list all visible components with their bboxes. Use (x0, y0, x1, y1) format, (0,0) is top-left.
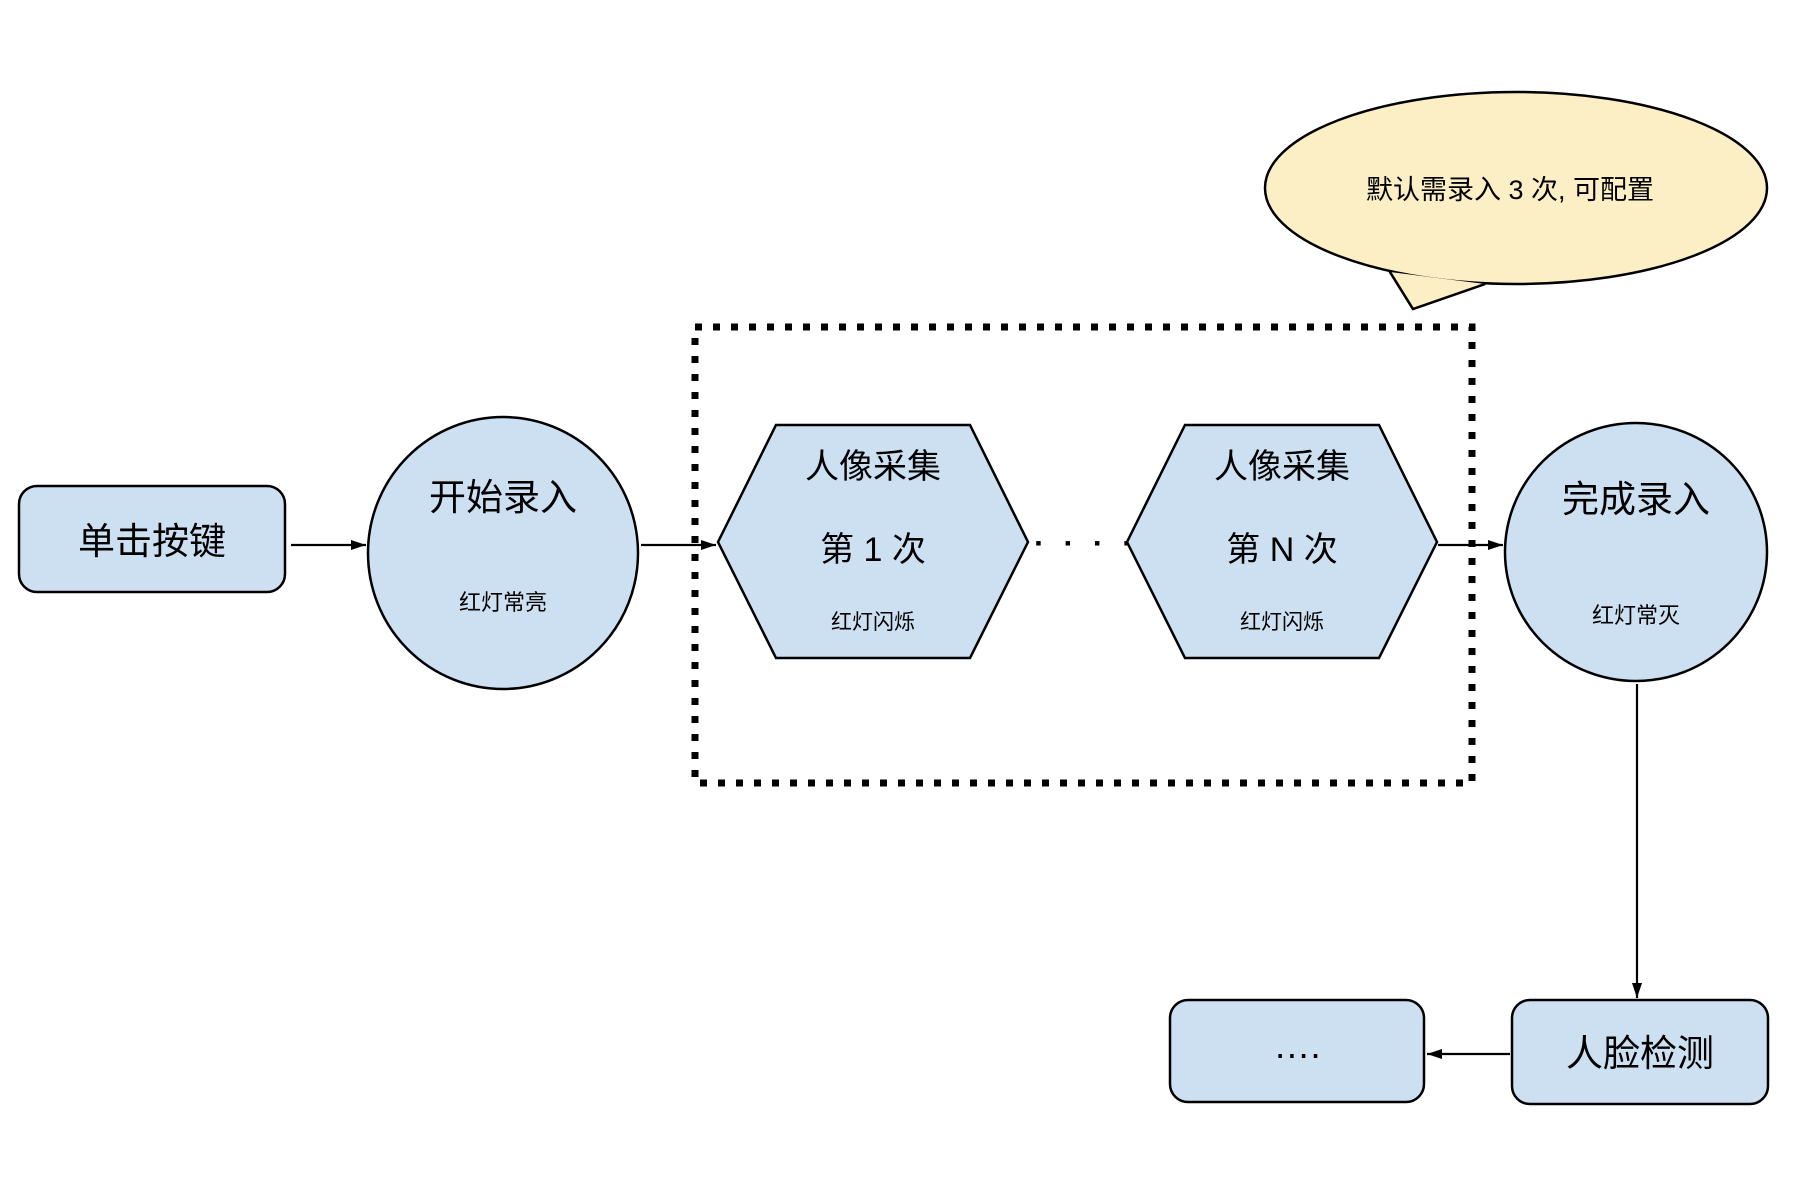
capture-nth-line2: 第 N 次 (1226, 531, 1337, 569)
start-entry-label: 开始录入 (429, 477, 577, 518)
callout-ellipse (1263, 90, 1769, 286)
capture-first-status: 红灯闪烁 (831, 611, 915, 634)
node-capture-first: 人像采集 第 1 次 红灯闪烁 (716, 423, 1030, 660)
callout-bubble: 默认需录入 3 次, 可配置 (1263, 90, 1769, 311)
node-start-entry: 开始录入 红灯常亮 (366, 415, 640, 691)
node-capture-nth: 人像采集 第 N 次 红灯闪烁 (1125, 423, 1439, 660)
click-button-shape (17, 484, 287, 594)
capture-first-shape (716, 423, 1030, 660)
face-detect-label: 人脸检测 (1566, 1033, 1714, 1074)
callout-tail-edge-right (1412, 282, 1486, 311)
start-entry-status: 红灯常亮 (459, 590, 547, 615)
capture-nth-status: 红灯闪烁 (1240, 611, 1324, 634)
finish-entry-status: 红灯常灭 (1592, 603, 1680, 628)
node-finish-entry: 完成录入 红灯常灭 (1503, 421, 1769, 683)
capture-nth-shape (1125, 423, 1439, 660)
node-click-button: 单击按键 (17, 484, 287, 594)
more-steps-label: …. (1273, 1025, 1320, 1066)
capture-first-line1: 人像采集 (805, 448, 941, 486)
capture-first-line2: 第 1 次 (820, 531, 926, 569)
face-detect-shape (1510, 998, 1770, 1106)
finish-entry-shape (1503, 421, 1769, 683)
repeat-ellipsis-dots: ▪ ▪ ▪ ▪ (1035, 533, 1139, 553)
click-button-label: 单击按键 (78, 521, 226, 562)
finish-entry-label: 完成录入 (1562, 479, 1710, 520)
repeat-region-dotted-border (691, 323, 1476, 787)
callout-tail-edge-left (1388, 271, 1415, 310)
node-more-steps: …. (1168, 998, 1426, 1104)
capture-nth-line1: 人像采集 (1214, 448, 1350, 486)
more-steps-shape (1168, 998, 1426, 1104)
callout-text: 默认需录入 3 次, 可配置 (1366, 175, 1654, 205)
node-face-detect: 人脸检测 (1510, 998, 1770, 1106)
callout-tail-fill (1390, 272, 1485, 309)
start-entry-shape (366, 415, 640, 691)
